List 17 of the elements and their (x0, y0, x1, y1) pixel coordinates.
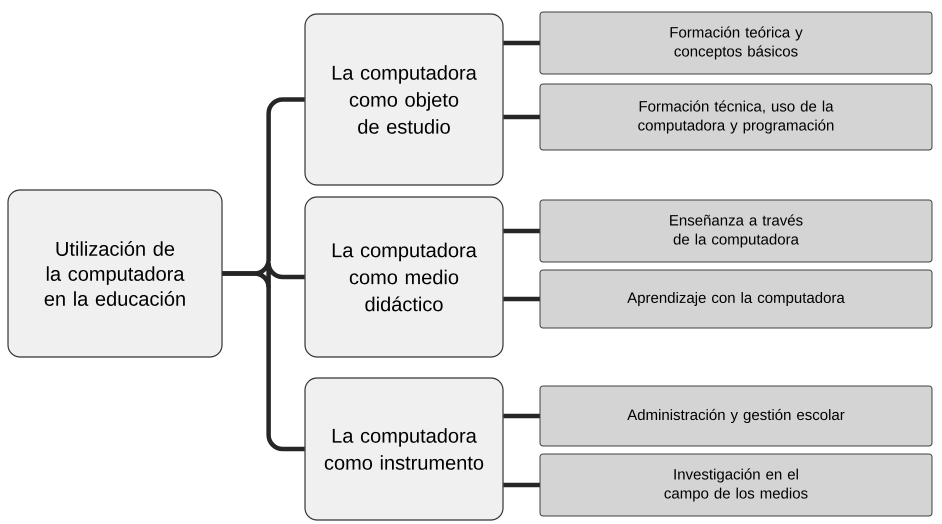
item-box: Enseñanza a través de la computadora (540, 200, 932, 262)
item-box: Formación teórica y conceptos básicos (540, 12, 932, 74)
category-box: La computadora como medio didáctico (304, 196, 504, 358)
item-box: Administración y gestión escolar (540, 385, 932, 446)
item-box: Formación técnica, uso de la computadora y programación (540, 84, 932, 150)
connector (504, 482, 540, 488)
connector (504, 228, 540, 234)
connector (504, 414, 540, 418)
item-box: Investigación en el campo de los medios (540, 453, 932, 516)
connector (504, 40, 540, 46)
root-box: Utilización de la computadora en la educación (7, 189, 223, 358)
connector (504, 114, 540, 120)
category-box: La computadora como objeto de estudio (304, 13, 504, 186)
item-box: Aprendizaje con la computadora (540, 269, 932, 328)
connector (222, 271, 304, 452)
connector (504, 296, 540, 302)
category-box: La computadora como instrumento (304, 377, 504, 521)
